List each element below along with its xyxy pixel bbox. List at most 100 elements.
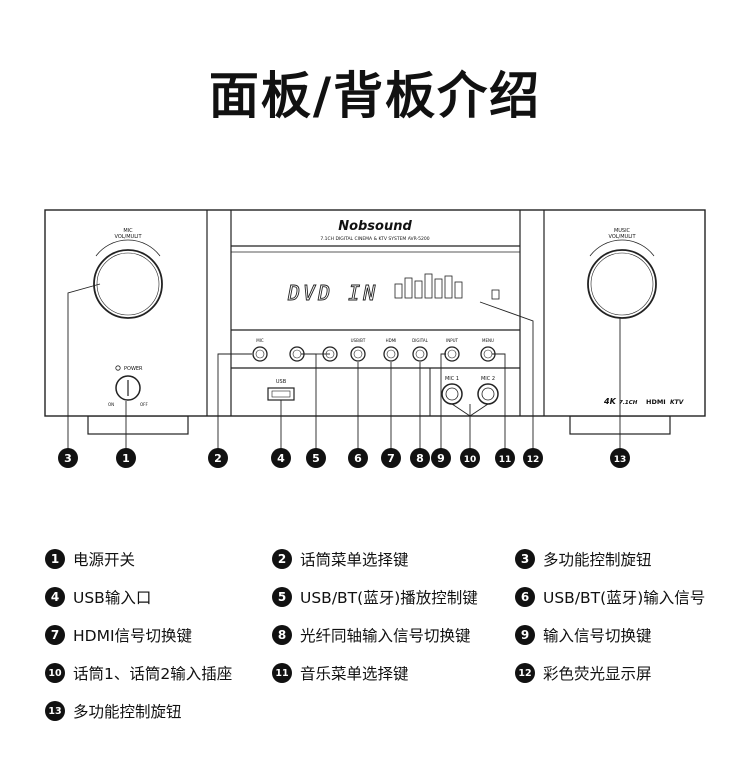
legend-item: 12 彩色荧光显示屏 [515, 662, 652, 684]
legend-item: 5 USB/BT(蓝牙)播放控制键 [272, 586, 478, 608]
callout-circle [523, 448, 543, 468]
legend-text: 输入信号切换键 [543, 627, 652, 645]
control-buttons: MIC USB/BT HDMI DIGITAL INPUT MENU [252, 338, 496, 362]
callout-circle [58, 448, 78, 468]
panel-button[interactable] [350, 346, 366, 362]
panel-button-inner [353, 349, 363, 359]
panel-button-inner [255, 349, 265, 359]
vu-meter [394, 273, 463, 299]
power-on-label: ON [108, 402, 114, 407]
legend-text: 多功能控制旋钮 [73, 703, 182, 721]
callout-number: 4 [277, 452, 285, 465]
callout-circle [208, 448, 228, 468]
legend-number: 11 [272, 663, 292, 683]
button-label: MENU [482, 338, 494, 343]
legend-number: 10 [45, 663, 65, 683]
panel-button[interactable] [412, 346, 428, 362]
legend-item: 1 电源开关 [45, 548, 135, 570]
callout-number: 5 [312, 452, 320, 465]
legend-number: 3 [515, 549, 535, 569]
legend-text: 电源开关 [73, 551, 136, 569]
callout-number: 11 [499, 455, 512, 465]
legend-number: 12 [515, 663, 535, 683]
legend-text: USB/BT(蓝牙)播放控制键 [300, 589, 478, 607]
button-label: INPUT [446, 338, 459, 343]
leader-lines [67, 283, 621, 458]
left-foot [87, 415, 189, 435]
button-label: USB/BT [351, 338, 366, 343]
legend-number: 1 [45, 549, 65, 569]
callout-circle [381, 448, 401, 468]
panel-button[interactable] [383, 346, 399, 362]
legend-item: 2 话筒菜单选择键 [272, 548, 409, 570]
legend-text: HDMI信号切换键 [73, 627, 193, 645]
left-knob-label: MIC [123, 228, 133, 234]
legend-item: 11 音乐菜单选择键 [272, 662, 409, 684]
callout-number: 7 [387, 452, 395, 465]
callout-number: 10 [464, 455, 477, 465]
mic1-jack [441, 383, 463, 405]
mic2-jack [477, 383, 499, 405]
brand-logo: Nobsound [338, 219, 412, 234]
legend-item: 7 HDMI信号切换键 [45, 624, 192, 646]
display-icon [491, 289, 500, 300]
right-knob-label: MUSIC [614, 228, 631, 234]
callout-circle [306, 448, 326, 468]
panel-button-inner [386, 349, 396, 359]
brand-subtitle: 7.1CH DIGITAL CINEMA & KTV SYSTEM AVR-52… [320, 236, 429, 242]
callout-circle [271, 448, 291, 468]
left-knob-label-2: VOL/MULIT [114, 234, 142, 240]
right-knob-label-2: VOL/MULIT [608, 234, 636, 240]
legend-number: 2 [272, 549, 292, 569]
front-panel-diagram: Nobsound 7.1CH DIGITAL CINEMA & KTV SYST… [44, 209, 706, 468]
legend-number: 7 [45, 625, 65, 645]
mic1-label: MIC 1 [445, 376, 459, 382]
legend-number: 5 [272, 587, 292, 607]
panel-button-inner [447, 349, 457, 359]
callout-number: 1 [122, 452, 130, 465]
callout-number: 6 [354, 452, 362, 465]
callout-circle [460, 448, 480, 468]
badge-ktv: KTV [670, 399, 685, 406]
badge-hdmi: HDMI [646, 398, 666, 406]
legend-text: 彩色荧光显示屏 [543, 665, 652, 683]
legend-text: 光纤同轴输入信号切换键 [300, 627, 471, 645]
legend-text: 话筒菜单选择键 [300, 551, 409, 569]
callout-number: 2 [214, 452, 222, 465]
legend-text: 音乐菜单选择键 [300, 665, 409, 683]
right-knob [587, 249, 657, 319]
legend-item: 9 输入信号切换键 [515, 624, 652, 646]
button-label: DIGITAL [412, 338, 428, 343]
legend-number: 8 [272, 625, 292, 645]
button-label: MIC [256, 338, 264, 343]
callout-number: 3 [64, 452, 72, 465]
callout-number: 13 [614, 455, 627, 465]
chassis [44, 209, 706, 417]
legend-number: 9 [515, 625, 535, 645]
legend-item: 8 光纤同轴输入信号切换键 [272, 624, 471, 646]
callout-circle [610, 448, 630, 468]
legend-number: 13 [45, 701, 65, 721]
button-label: HDMI [386, 338, 397, 343]
callout-number: 8 [416, 452, 424, 465]
badge-4k: 4K [603, 397, 617, 406]
callout-number: 9 [437, 452, 445, 465]
badge-71ch: 7.1CH [619, 400, 638, 406]
callout-number: 12 [527, 455, 540, 465]
legend-text: USB/BT(蓝牙)输入信号 [543, 589, 706, 607]
display-text: DVD IN [287, 281, 378, 305]
power-label: POWER [124, 366, 143, 372]
panel-button[interactable] [252, 346, 268, 362]
legend-number: 4 [45, 587, 65, 607]
callout-circle [348, 448, 368, 468]
callout-circle [431, 448, 451, 468]
power-off-label: OFF [140, 402, 148, 407]
usb-label: USB [276, 379, 287, 385]
callout-circle [116, 448, 136, 468]
panel-button[interactable] [444, 346, 460, 362]
panel-button-inner [415, 349, 425, 359]
